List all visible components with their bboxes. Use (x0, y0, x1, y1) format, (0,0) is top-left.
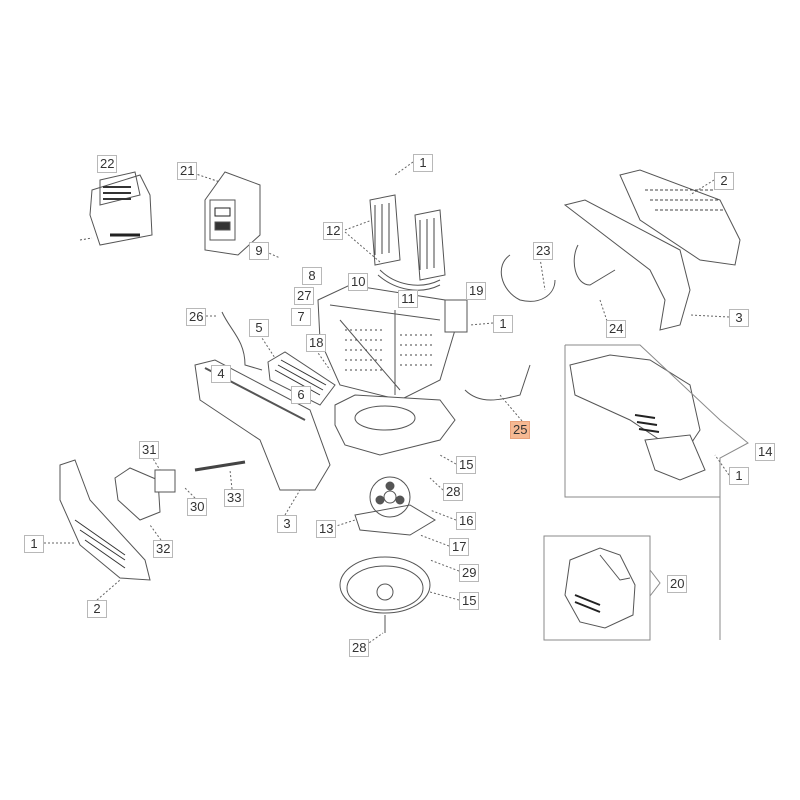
control-board-part (369, 194, 446, 291)
callout-1[interactable]: 1 (413, 154, 433, 172)
right-shroud-part (619, 169, 741, 266)
callout-13[interactable]: 13 (316, 520, 337, 538)
callout-27[interactable]: 27 (294, 287, 315, 305)
callout-20[interactable]: 20 (667, 575, 688, 593)
callout-11[interactable]: 11 (398, 290, 418, 308)
rod-part (194, 460, 246, 472)
right-trim-part (563, 199, 691, 331)
wire-23-part (500, 254, 556, 302)
deck-top-part (334, 394, 456, 456)
motor-part (354, 476, 436, 536)
wire-26-part (221, 311, 263, 371)
callout-2[interactable]: 2 (714, 172, 734, 190)
callout-12[interactable]: 12 (323, 222, 344, 240)
callout-4[interactable]: 4 (211, 365, 231, 383)
callout-24[interactable]: 24 (606, 320, 627, 338)
callout-2[interactable]: 2 (87, 600, 107, 618)
callout-28[interactable]: 28 (349, 639, 370, 657)
callout-26[interactable]: 26 (186, 308, 207, 326)
charger-part (79, 171, 153, 246)
callout-17[interactable]: 17 (449, 538, 470, 556)
callout-3[interactable]: 3 (277, 515, 297, 533)
top-cover-part (569, 354, 706, 481)
callout-33[interactable]: 33 (224, 489, 245, 507)
callout-8[interactable]: 8 (302, 267, 322, 285)
callout-19[interactable]: 19 (466, 282, 487, 300)
callout-3[interactable]: 3 (729, 309, 749, 327)
callout-22[interactable]: 22 (97, 155, 118, 173)
fan-duct-part (114, 467, 161, 521)
callout-31[interactable]: 31 (139, 441, 160, 459)
callout-32[interactable]: 32 (153, 540, 174, 558)
callout-25-highlighted[interactable]: 25 (510, 421, 531, 439)
callout-14[interactable]: 14 (755, 443, 776, 461)
callout-1[interactable]: 1 (493, 315, 513, 333)
callout-1[interactable]: 1 (729, 467, 749, 485)
callout-9[interactable]: 9 (249, 242, 269, 260)
callout-6[interactable]: 6 (291, 386, 311, 404)
fan-part (154, 469, 176, 493)
callout-1[interactable]: 1 (24, 535, 44, 553)
callout-21[interactable]: 21 (177, 162, 198, 180)
basket-housing-part (317, 284, 468, 401)
wire-25-part (464, 364, 531, 401)
battery-part (189, 171, 261, 256)
callout-30[interactable]: 30 (187, 498, 208, 516)
wire-24-part (573, 244, 616, 286)
heatsink-part (267, 351, 336, 406)
front-bumper-left-part (59, 459, 151, 581)
callout-5[interactable]: 5 (249, 319, 269, 337)
callout-15[interactable]: 15 (459, 592, 480, 610)
callout-29[interactable]: 29 (459, 564, 480, 582)
callout-23[interactable]: 23 (533, 242, 554, 260)
callout-10[interactable]: 10 (348, 273, 369, 291)
callout-15[interactable]: 15 (456, 456, 477, 474)
bottom-plate-part (339, 556, 431, 633)
callout-18[interactable]: 18 (306, 334, 327, 352)
callout-16[interactable]: 16 (456, 512, 477, 530)
assembled-mower-part (564, 547, 636, 629)
callout-7[interactable]: 7 (291, 308, 311, 326)
callout-28[interactable]: 28 (443, 483, 464, 501)
